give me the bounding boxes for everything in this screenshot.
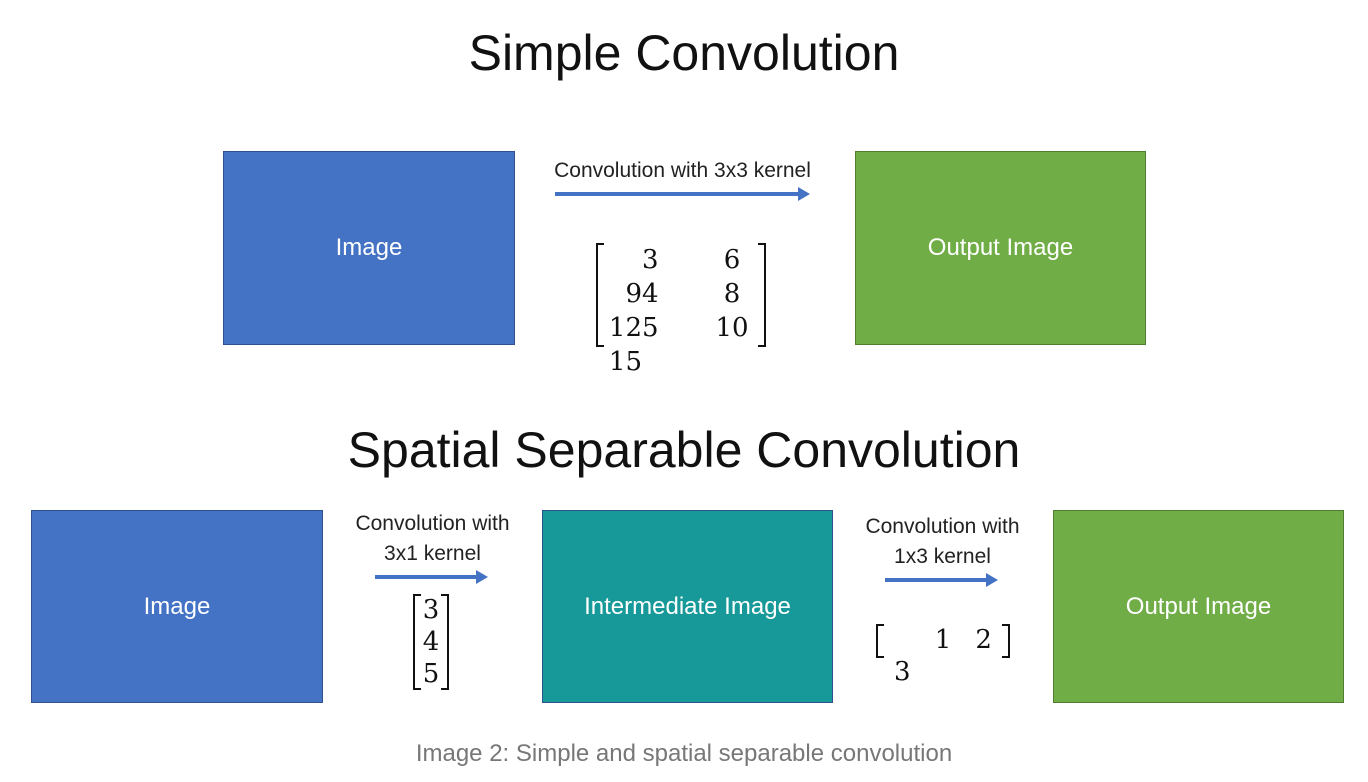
matrix-cell: 9 <box>625 279 642 309</box>
label-line: Convolution with <box>355 512 510 535</box>
arrow-icon <box>885 573 998 587</box>
matrix-cell: 3 <box>894 657 911 687</box>
kernel-3x3-matrix: 3 6 9 4 8 12 5 10 15 <box>596 243 766 377</box>
matrix-cell: 4 <box>642 279 659 309</box>
matrix-cell: 3 <box>642 245 659 275</box>
simple-convolution-title: Simple Convolution <box>468 25 900 81</box>
matrix-cell: 15 <box>608 347 642 377</box>
arrow-icon <box>375 570 488 584</box>
output-image-box: Output Image <box>855 151 1146 345</box>
image-box: Image <box>223 151 515 345</box>
matrix-cell: 3 <box>422 595 440 625</box>
matrix-cell: 6 <box>723 245 741 275</box>
arrow-icon <box>555 187 810 201</box>
matrix-cell: 2 <box>975 625 992 655</box>
arrow-label: Convolution with 3x3 kernel <box>554 159 811 182</box>
matrix-cell: 12 <box>608 313 642 343</box>
label-line: Convolution with <box>865 515 1020 538</box>
label-line: 1x3 kernel <box>894 545 991 568</box>
matrix-cell: 1 <box>934 625 952 655</box>
matrix-cell: 10 <box>715 313 749 343</box>
label-line: 3x1 kernel <box>384 542 481 565</box>
spatial-separable-title: Spatial Separable Convolution <box>347 422 1021 478</box>
image-box: Image <box>31 510 323 703</box>
intermediate-image-box: Intermediate Image <box>542 510 833 703</box>
matrix-cell: 4 <box>422 627 440 657</box>
arrow2-label: Convolution with 1x3 kernel <box>840 512 1045 572</box>
matrix-cell: 8 <box>723 279 741 309</box>
arrow1-label: Convolution with 3x1 kernel <box>330 509 535 569</box>
matrix-cell: 5 <box>642 313 659 343</box>
figure-caption: Image 2: Simple and spatial separable co… <box>415 740 953 767</box>
output-image-box: Output Image <box>1053 510 1344 703</box>
matrix-cell: 5 <box>422 659 440 689</box>
